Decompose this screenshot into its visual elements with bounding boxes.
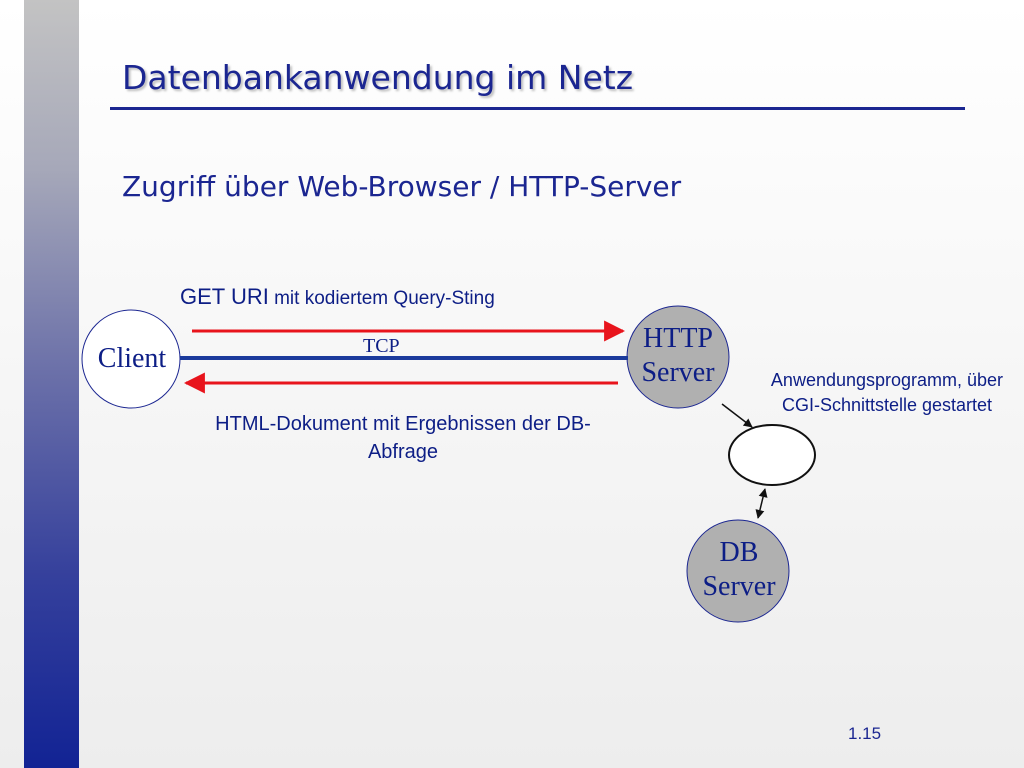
slide-title: Datenbankanwendung im Netz xyxy=(122,58,634,97)
response-label: HTML-Dokument mit Ergebnissen der DB-Abf… xyxy=(215,413,591,463)
db-server-label-line1: DB xyxy=(719,537,759,568)
db-server-node xyxy=(686,519,790,623)
db-server-label-line2: Server xyxy=(702,571,776,602)
http-server-label: HTTP Server xyxy=(626,322,730,390)
side-decoration-bar xyxy=(24,0,79,768)
request-detail-text: mit kodiertem Query-Sting xyxy=(268,288,495,309)
http-server-label-line2: Server xyxy=(641,357,715,388)
application-label: Anwendungsprogramm, über CGI-Schnittstel… xyxy=(770,370,1004,415)
client-label: Client xyxy=(97,343,167,374)
slide-subtitle: Zugriff über Web-Browser / HTTP-Server xyxy=(122,170,682,203)
db-query-arrow xyxy=(755,488,768,519)
cgi-start-arrow xyxy=(721,403,753,428)
title-underline xyxy=(110,107,965,110)
db-server-label: DB Server xyxy=(688,536,790,604)
cgi-application-node xyxy=(728,424,816,486)
http-server-label-line1: HTTP xyxy=(643,323,713,354)
tcp-label: TCP xyxy=(363,335,400,357)
request-label: GET URI mit kodiertem Query-Sting xyxy=(180,284,495,310)
request-method-text: GET URI xyxy=(180,284,269,309)
page-number: 1.15 xyxy=(848,724,882,743)
